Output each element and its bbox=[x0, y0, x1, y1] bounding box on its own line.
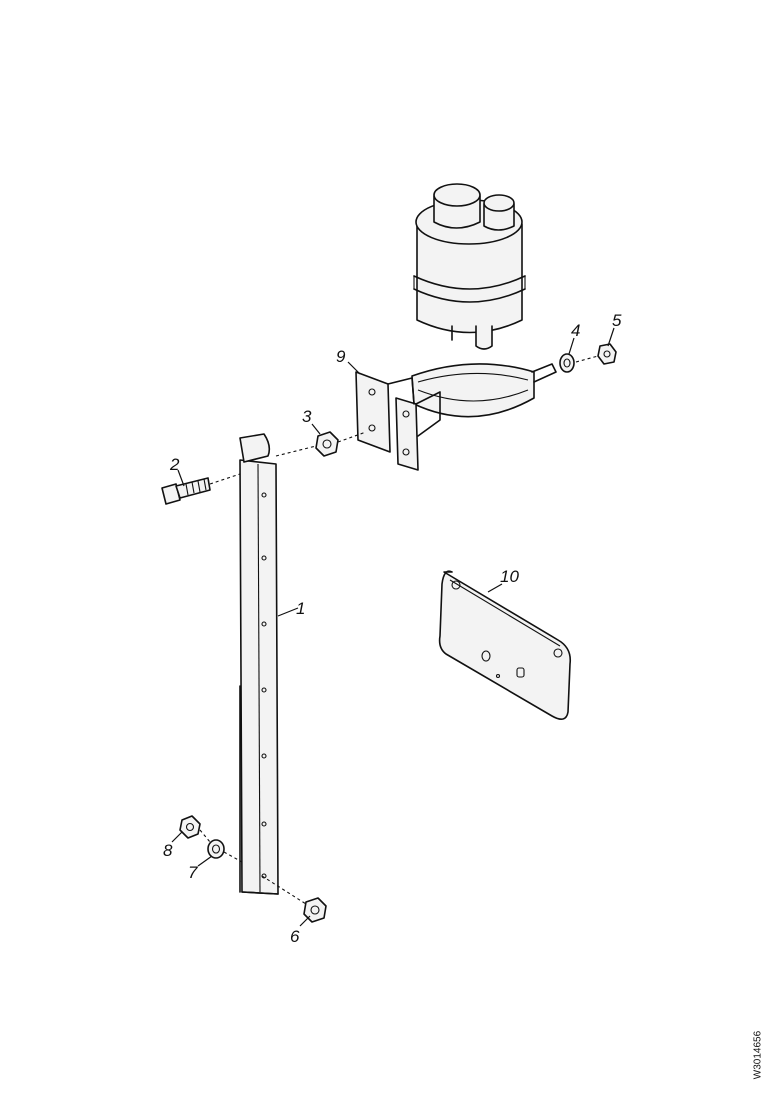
callout-9: 9 bbox=[336, 347, 346, 366]
washer-4 bbox=[559, 353, 575, 373]
callout-leaders bbox=[171, 327, 615, 927]
mounting-rail bbox=[239, 433, 279, 895]
callout-8: 8 bbox=[163, 841, 173, 860]
nut-3 bbox=[275, 431, 367, 457]
clamp-bracket bbox=[355, 363, 557, 471]
callout-10: 10 bbox=[500, 567, 519, 586]
reservoir bbox=[413, 183, 526, 350]
nut-8 bbox=[179, 815, 211, 843]
callout-2: 2 bbox=[169, 455, 180, 474]
callout-7: 7 bbox=[188, 863, 198, 882]
drawing-reference: W3014656 bbox=[748, 1020, 768, 1090]
drawing-reference-code: W3014656 bbox=[752, 1030, 764, 1080]
callout-4: 4 bbox=[571, 321, 580, 340]
washer-7 bbox=[207, 839, 243, 863]
callout-3: 3 bbox=[302, 407, 312, 426]
mounting-plate bbox=[438, 570, 572, 720]
nut-5 bbox=[575, 343, 617, 365]
callout-1: 1 bbox=[296, 599, 305, 618]
bolt bbox=[161, 473, 241, 505]
callout-6: 6 bbox=[290, 927, 300, 946]
callout-5: 5 bbox=[612, 311, 622, 330]
